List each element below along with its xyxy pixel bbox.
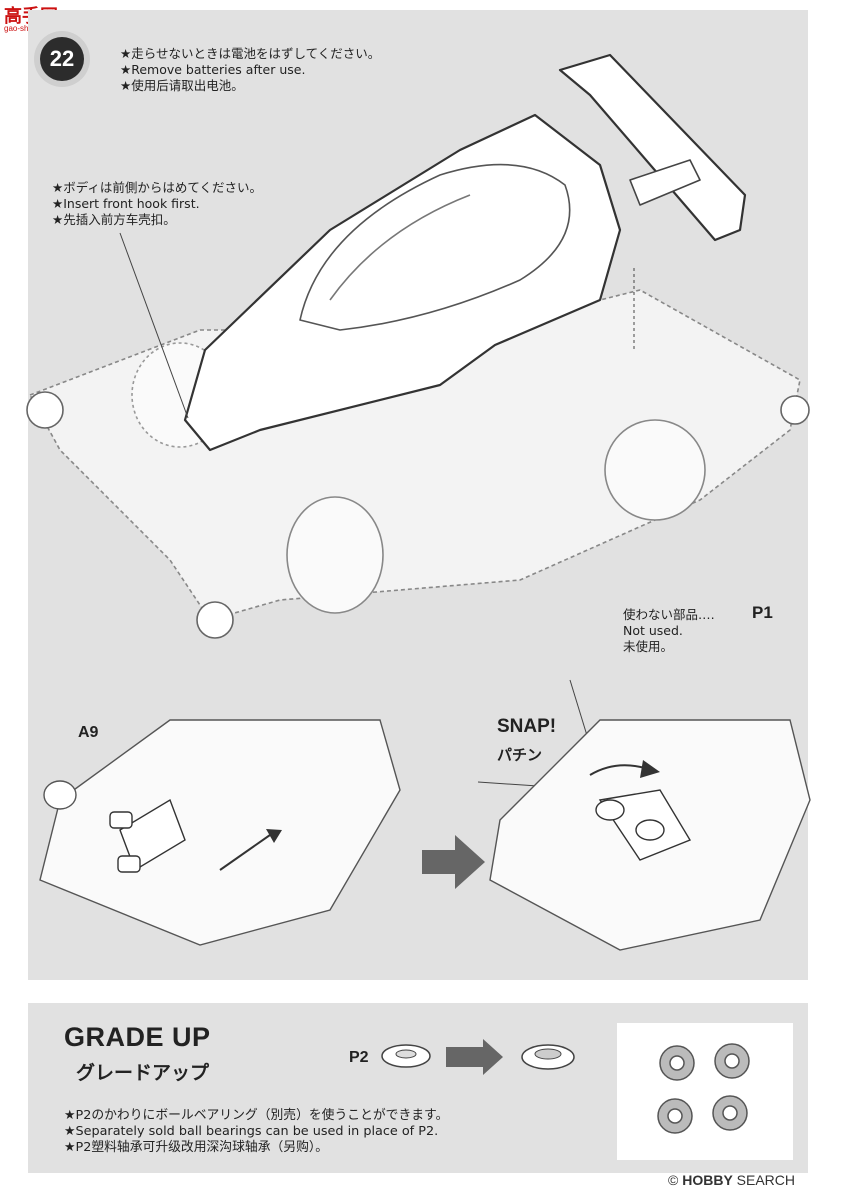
grade-up-title: GRADE UP <box>64 1022 211 1052</box>
battery-note: ★走らせないときは電池をはずしてください。 ★Remove batteries … <box>120 46 380 94</box>
battery-note-cn: ★使用后请取出电池。 <box>120 78 244 93</box>
arrow-right-icon <box>422 835 485 889</box>
snap-label-jp: パチン <box>497 746 543 764</box>
hobbysearch-watermark: © HOBBY SEARCH <box>668 1172 795 1188</box>
watermark-brand: HOBBY <box>682 1172 733 1188</box>
step-number-badge: 22 <box>40 37 84 81</box>
part-label-a9: A9 <box>78 724 99 741</box>
ball-bearing-photo <box>617 1023 793 1160</box>
grade-up-subtitle: グレードアップ <box>76 1062 210 1084</box>
snap-label-en: SNAP! <box>497 716 557 737</box>
hook-note-en: ★Insert front hook first. <box>52 196 200 211</box>
watermark-suffix: SEARCH <box>736 1172 796 1188</box>
hook-note-jp: ★ボディは前側からはめてください。 <box>52 180 262 195</box>
battery-note-en: ★Remove batteries after use. <box>120 62 306 77</box>
grade-up-note-cn: ★P2塑料轴承可升级改用深沟球轴承（另购）。 <box>64 1140 329 1155</box>
grade-up-part-label: P2 <box>349 1049 369 1066</box>
grade-up-note-en: ★Separately sold ball bearings can be us… <box>64 1124 439 1139</box>
unused-parts-cn: 未使用。 <box>623 639 674 654</box>
grade-up-note-jp: ★P2のかわりにボールベアリング（別売）を使うことができます。 <box>64 1108 449 1123</box>
hook-note: ★ボディは前側からはめてください。 ★Insert front hook fir… <box>52 180 262 228</box>
unused-part-code: P1 <box>752 603 773 622</box>
unused-parts-jp: 使わない部品‥‥ <box>623 607 715 622</box>
bearing-icon <box>381 1039 575 1075</box>
hook-note-cn: ★先插入前方车壳扣。 <box>52 212 176 227</box>
watermark-copyright: © <box>668 1172 679 1188</box>
rotate-arrow-icon <box>589 764 646 776</box>
grade-up-notes: ★P2のかわりにボールベアリング（別売）を使うことができます。 ★Separat… <box>64 1108 448 1156</box>
unused-parts-en: Not used. <box>623 623 683 638</box>
battery-note-jp: ★走らせないときは電池をはずしてください。 <box>120 46 381 61</box>
unused-parts-note: 使わない部品‥‥ Not used. 未使用。 <box>623 607 715 655</box>
